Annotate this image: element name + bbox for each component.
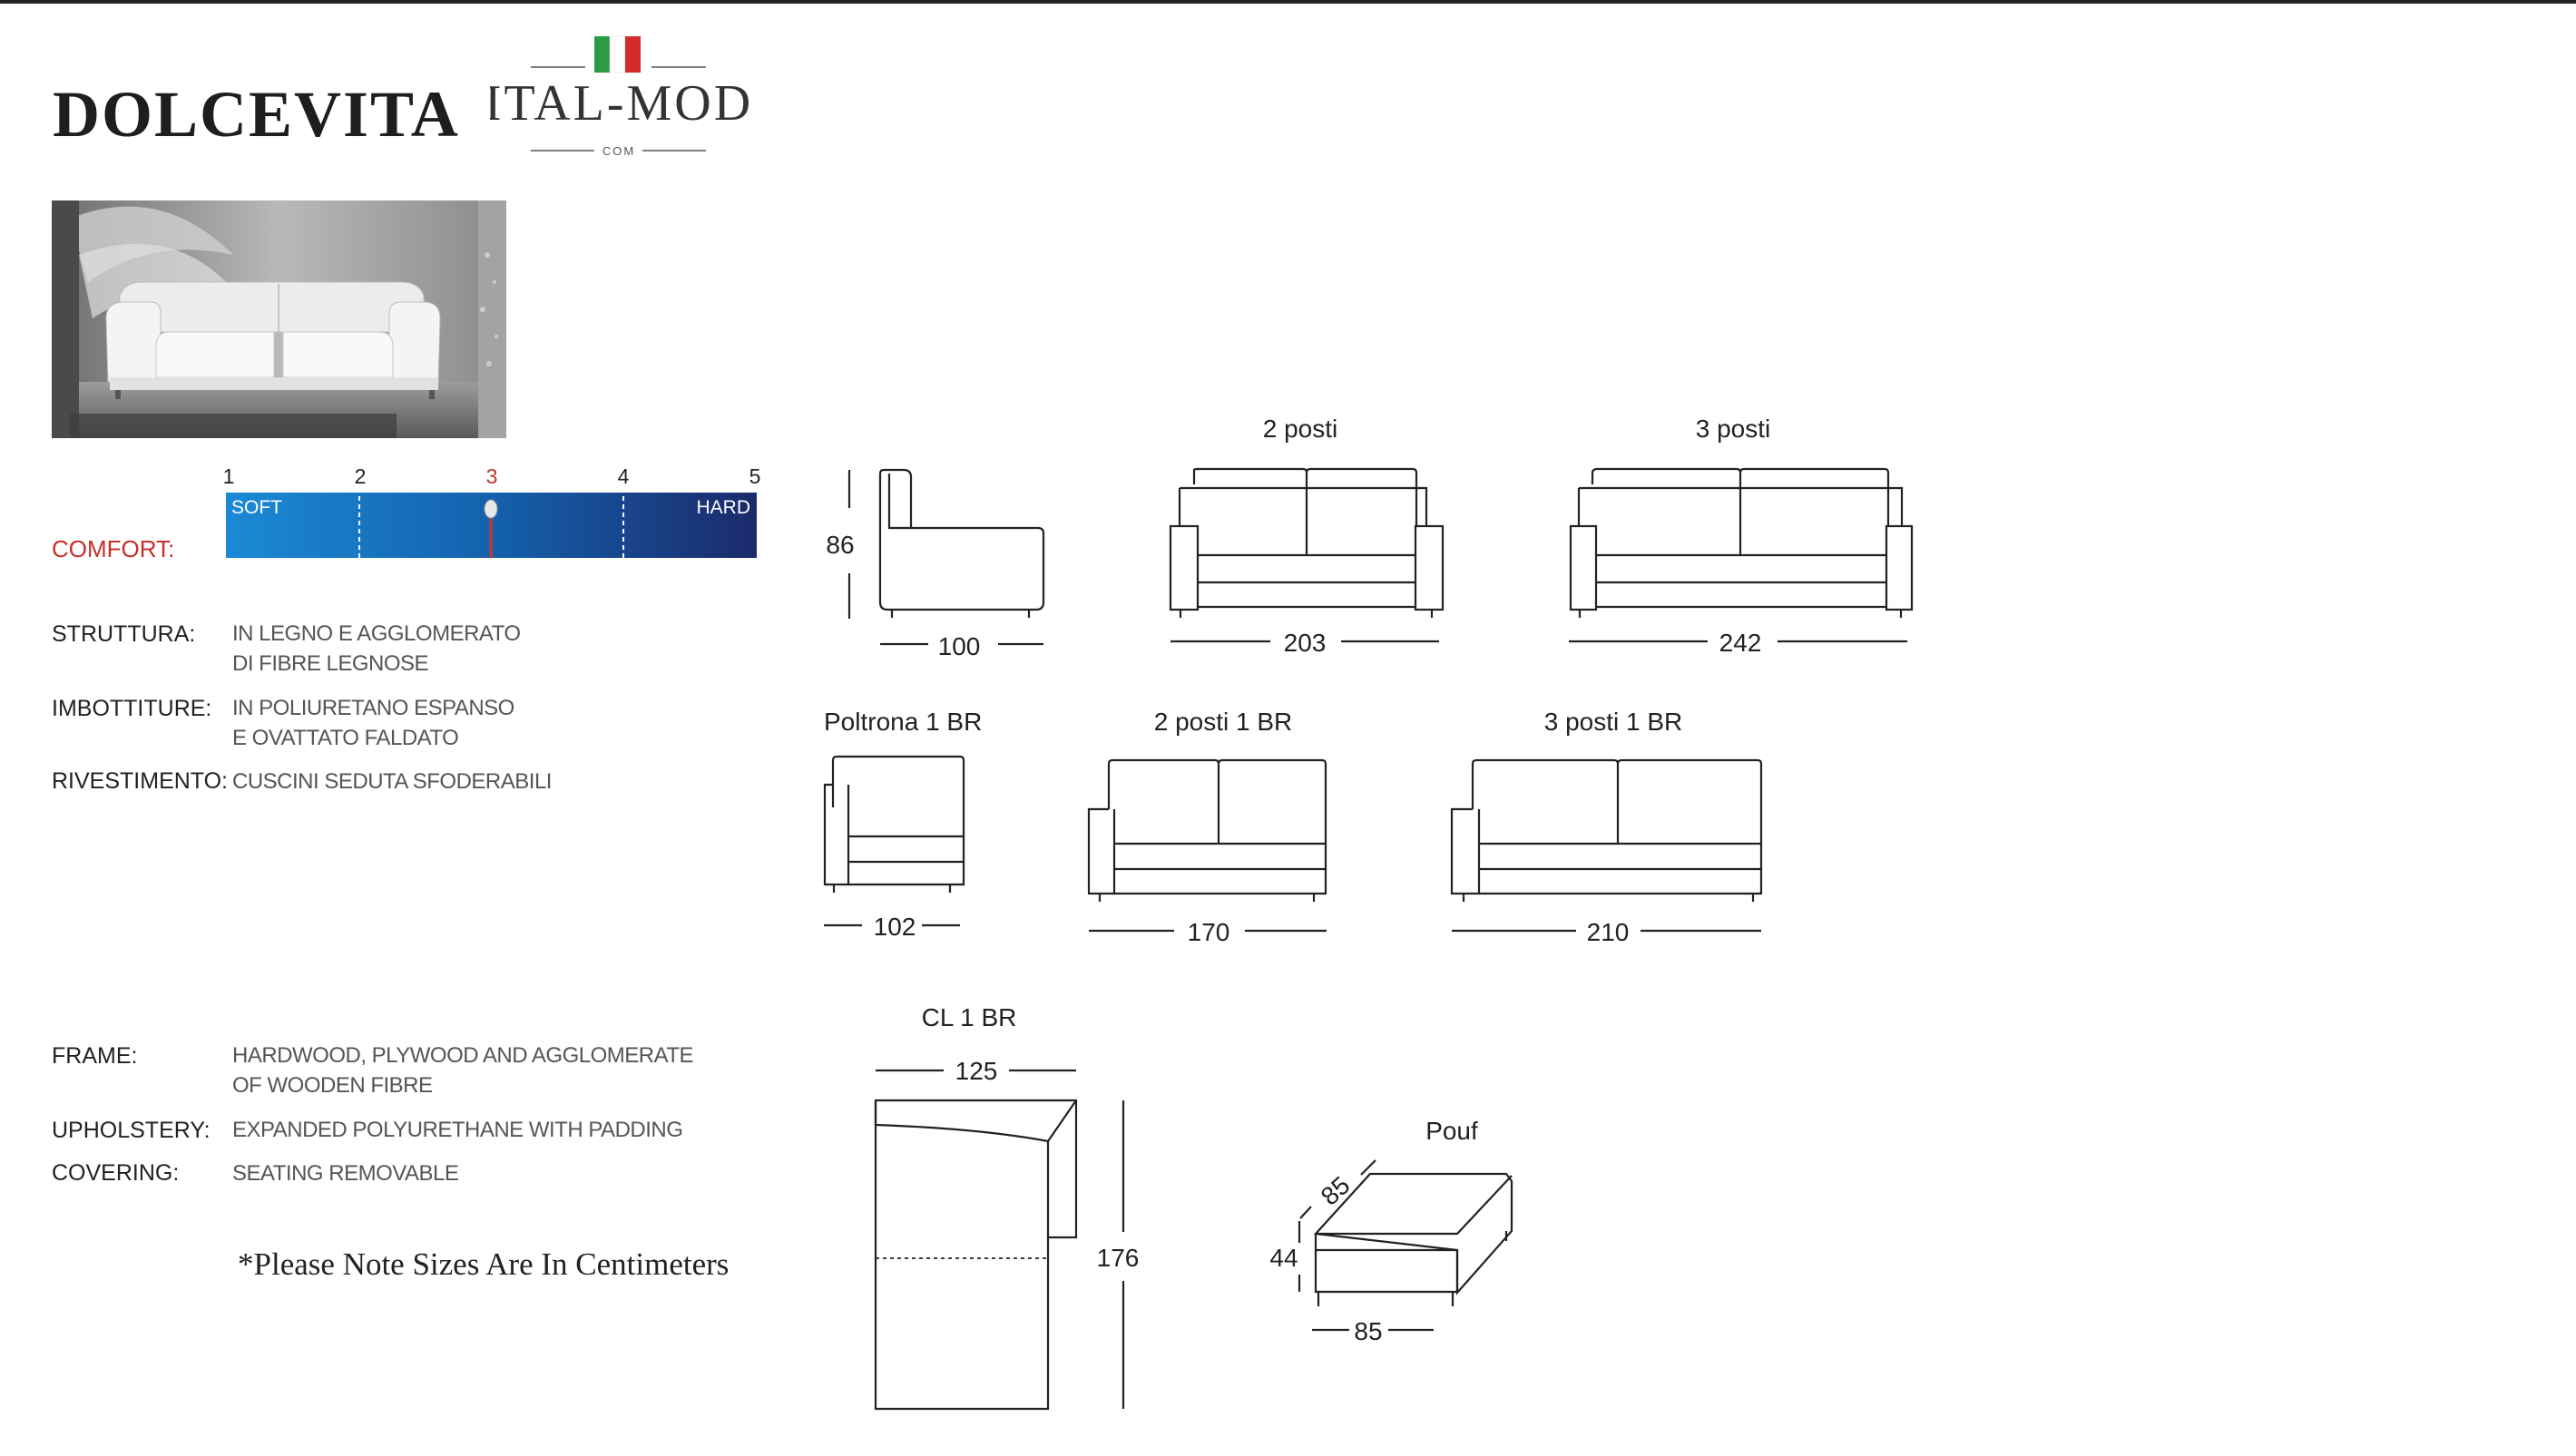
product-title: DOLCEVITA <box>53 78 460 151</box>
comfort-bar: SOFT HARD <box>226 493 757 558</box>
spec-line: EXPANDED POLYURETHANE WITH PADDING <box>232 1118 683 1142</box>
cl-1br-drawing <box>874 1069 1125 1411</box>
scale-number-1: 1 <box>222 464 235 488</box>
scale-number-2: 2 <box>354 464 367 488</box>
spec-label-frame: FRAME: <box>52 1043 138 1069</box>
scale-number-5: 5 <box>749 464 761 488</box>
armchair-height-label: 86 <box>826 531 854 559</box>
spec-value-covering: SEATING REMOVABLE <box>232 1158 459 1188</box>
spec-line: HARDWOOD, PLYWOOD AND AGGLOMERATE <box>232 1043 694 1068</box>
spec-value-upholstery: EXPANDED POLYURETHANE WITH PADDING <box>232 1115 683 1145</box>
spec-value-rivestimento: CUSCINI SEDUTA SFODERABILI <box>232 767 552 796</box>
three-seat-drawing <box>1569 467 1914 643</box>
italian-flag-icon <box>594 35 641 73</box>
poltrona-1br-drawing <box>823 755 965 927</box>
scale-number-3: 3 <box>485 464 498 488</box>
comfort-label: COMFORT: <box>52 535 175 562</box>
spec-line: SEATING REMOVABLE <box>232 1161 459 1186</box>
top-rule <box>0 0 2576 4</box>
soft-label: SOFT <box>231 497 282 518</box>
three-seat-1br-drawing <box>1450 758 1763 933</box>
hard-label: HARD <box>696 497 750 518</box>
spec-label-covering: COVERING: <box>52 1160 180 1186</box>
spec-label-imbottiture: IMBOTTITURE: <box>52 696 212 721</box>
spec-line: OF WOODEN FIBRE <box>232 1073 433 1098</box>
brand-name: ITAL-MOD <box>490 75 753 132</box>
spec-label-struttura: STRUTTURA: <box>52 621 196 647</box>
spec-line: E OVATTATO FALDATO <box>232 726 459 750</box>
armchair-width-label: 100 <box>938 632 981 660</box>
brand-suffix: COM <box>602 144 635 158</box>
spec-line: CUSCINI SEDUTA SFODERABILI <box>232 769 552 794</box>
spec-value-frame: HARDWOOD, PLYWOOD AND AGGLOMERATE OF WOO… <box>232 1041 694 1100</box>
two-seat-drawing <box>1169 467 1445 643</box>
cl-1br-title: CL 1 BR <box>922 1003 1017 1031</box>
spec-line: IN LEGNO E AGGLOMERATO <box>232 621 521 646</box>
poltrona-1br-width-label: 102 <box>874 913 916 941</box>
two-seat-1br-width-label: 170 <box>1188 918 1230 946</box>
cl-1br-depth-label: 176 <box>1097 1244 1140 1272</box>
spec-value-struttura: IN LEGNO E AGGLOMERATO DI FIBRE LEGNOSE <box>232 619 521 679</box>
pouf-depth-label: 85 <box>1316 1171 1356 1211</box>
three-seat-title: 3 posti <box>1696 415 1771 443</box>
spec-label-upholstery: UPHOLSTERY: <box>52 1118 211 1143</box>
sofa-photo-shape <box>105 281 441 399</box>
pouf-title: Pouf <box>1425 1117 1478 1145</box>
two-seat-width-label: 203 <box>1284 629 1327 657</box>
two-seat-1br-drawing <box>1087 758 1327 933</box>
three-seat-1br-width-label: 210 <box>1587 918 1630 946</box>
comfort-indicator-icon <box>484 499 498 558</box>
scale-number-4: 4 <box>617 464 630 488</box>
brand-logo: ITAL-MOD COM <box>490 35 753 158</box>
three-seat-width-label: 242 <box>1719 629 1762 657</box>
spec-line: DI FIBRE LEGNOSE <box>232 651 429 676</box>
two-seat-1br-title: 2 posti 1 BR <box>1154 708 1293 736</box>
three-seat-1br-title: 3 posti 1 BR <box>1544 708 1683 736</box>
cl-1br-width-label: 125 <box>955 1057 998 1085</box>
spec-label-rivestimento: RIVESTIMENTO: <box>52 768 229 794</box>
product-photo <box>52 200 506 438</box>
spec-line: IN POLIURETANO ESPANSO <box>232 696 514 720</box>
two-seat-title: 2 posti <box>1263 415 1338 443</box>
poltrona-1br-title: Poltrona 1 BR <box>824 708 982 736</box>
armchair-side-drawing <box>847 468 1045 646</box>
pouf-drawing <box>1298 1159 1513 1332</box>
spec-value-imbottiture: IN POLIURETANO ESPANSO E OVATTATO FALDAT… <box>232 693 514 753</box>
size-note: *Please Note Sizes Are In Centimeters <box>238 1246 730 1282</box>
pouf-width-label: 85 <box>1354 1317 1382 1345</box>
pouf-height-label: 44 <box>1269 1244 1298 1272</box>
